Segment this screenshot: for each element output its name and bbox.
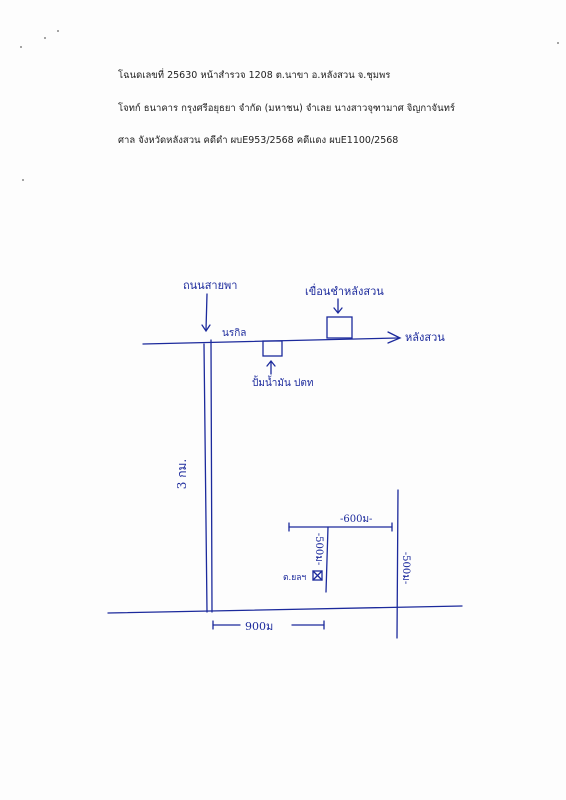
scan-speck (20, 46, 22, 48)
road-top-label: ถนนสายพา (183, 279, 237, 292)
bottom-road-line (107, 605, 463, 614)
gas-station-box (262, 340, 283, 357)
store-label: นรกิล (222, 328, 246, 339)
top-distance-label: -600ม- (340, 514, 372, 525)
case-parties-line: โจทก์ ธนาคาร กรุงศรีอยุธยา จำกัด (มหาชน)… (118, 103, 455, 114)
court-case-line: ศาล จังหวัดหลังสวน คดีดำ ผบE953/2568 คดี… (118, 135, 399, 146)
plot-left-line (325, 526, 329, 593)
property-label: ต.ยลฯ (283, 573, 306, 583)
dam-label: เขื่อนชำหลังสวน (305, 283, 384, 298)
left-distance-label: -500ม- (313, 533, 324, 565)
road-arrow-head (387, 331, 402, 344)
road-label-arrow (205, 293, 208, 331)
vertical-road-left (203, 343, 208, 613)
gas-station-label: ปั้มน้ำมัน ปตท (252, 375, 313, 389)
right-vertical-line (396, 489, 399, 639)
direction-label: หลังสวน (405, 331, 445, 344)
deed-info-line: โฉนดเลขที่ 25630 หน้าสำรวจ 1208 ต.นาขา อ… (118, 70, 391, 81)
bottom-distance-label: 900ม (245, 620, 273, 633)
scan-speck (57, 30, 59, 32)
right-distance-label: -500ม- (400, 552, 411, 584)
vertical-road-right (210, 339, 213, 613)
property-marker (312, 570, 323, 581)
vertical-distance-label: 3 กม. (175, 459, 189, 489)
scan-speck (44, 37, 46, 39)
scan-speck (557, 42, 559, 44)
dam-box (326, 316, 353, 339)
scan-speck (22, 179, 24, 181)
